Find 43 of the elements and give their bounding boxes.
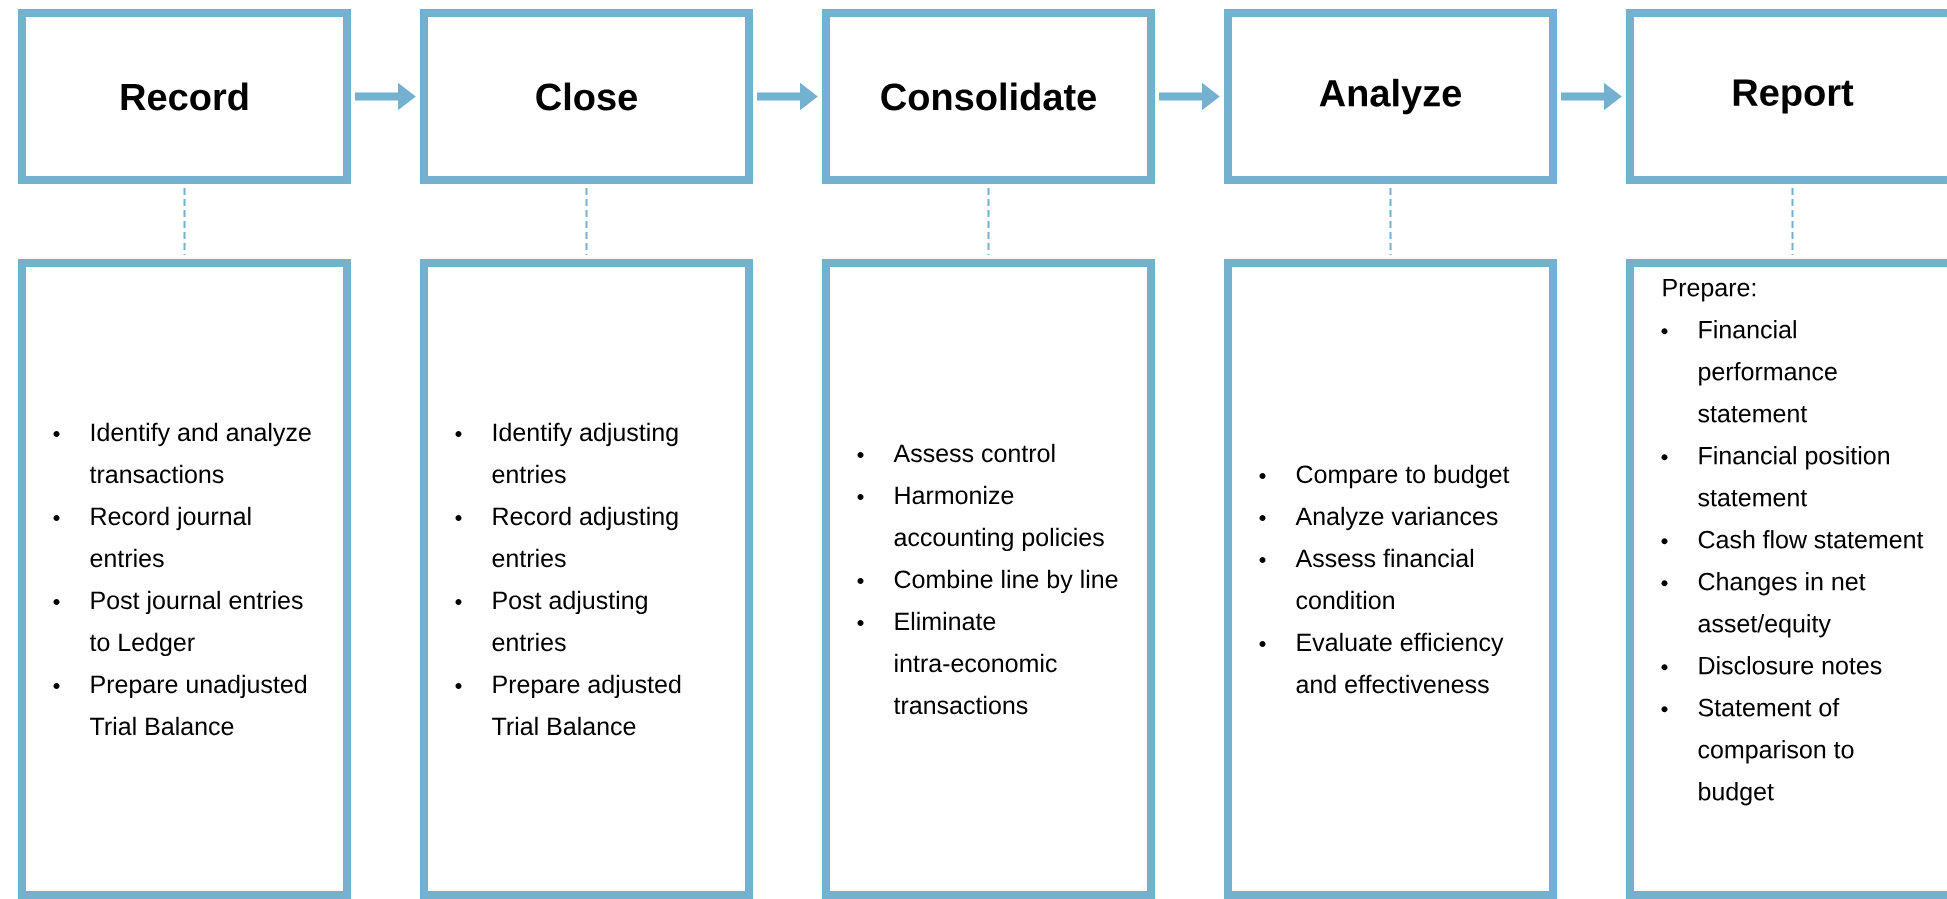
step-title: Close (536, 82, 637, 111)
connector-line (1389, 187, 1392, 256)
step-title: Report (1733, 79, 1854, 114)
bullet-item: Eliminate intra-economic transactions (893, 611, 1057, 715)
bullet-item: Disclosure notes (1699, 656, 1882, 675)
step-title: Record (121, 82, 248, 111)
bullet-item: Prepare adjusted Trial Balance (492, 674, 681, 736)
bullet-item: Combine line by line (894, 569, 1118, 594)
step-box (1224, 259, 1557, 899)
step-title: Analyze (1319, 78, 1461, 115)
bullet-item: Evaluate efficiency and effectiveness (1296, 632, 1504, 694)
bullet-item: Identify adjusting entries (492, 422, 678, 484)
step-box (1626, 259, 1947, 899)
bullet-item: Prepare unadjusted Trial Balance (90, 674, 307, 736)
step-box (822, 259, 1155, 899)
bullet-item: Harmonize accounting policies (894, 485, 1104, 552)
step-box (1626, 9, 1947, 184)
bullet-item: Post journal entries to Ledger (89, 590, 303, 657)
bullet-item: Post adjusting entries (492, 590, 647, 652)
bullet-item: Analyze variances (1295, 506, 1498, 531)
connector-line (183, 187, 186, 256)
step-box (420, 9, 753, 184)
bullet-item: Identify and analyze transactions (89, 422, 311, 484)
bullet-item: Compare to budget (1296, 464, 1510, 489)
step-box (1224, 9, 1557, 184)
bullet-item: Financial performance statement (1698, 320, 1837, 423)
list-heading: Prepare: (1663, 279, 1756, 302)
connector-line (987, 187, 990, 256)
step-title: Consolidate (881, 82, 1096, 111)
connector-line (1791, 187, 1794, 256)
bullet-item: Statement of comparison to budget (1698, 698, 1854, 806)
bullet-item: Assess financial condition (1295, 548, 1474, 610)
step-box (18, 259, 351, 899)
connector-line (585, 187, 588, 256)
bullet-item: Assess control (893, 443, 1055, 463)
bullet-item: Record journal entries (90, 506, 251, 568)
bullet-item: Cash flow statement (1698, 530, 1924, 549)
step-box (420, 259, 753, 899)
bullet-item: Financial position statement (1698, 446, 1889, 507)
step-box (822, 9, 1155, 184)
bullet-item: Changes in net asset/equity (1698, 572, 1866, 638)
step-box (18, 9, 351, 184)
bullet-item: Record adjusting entries (492, 506, 678, 568)
